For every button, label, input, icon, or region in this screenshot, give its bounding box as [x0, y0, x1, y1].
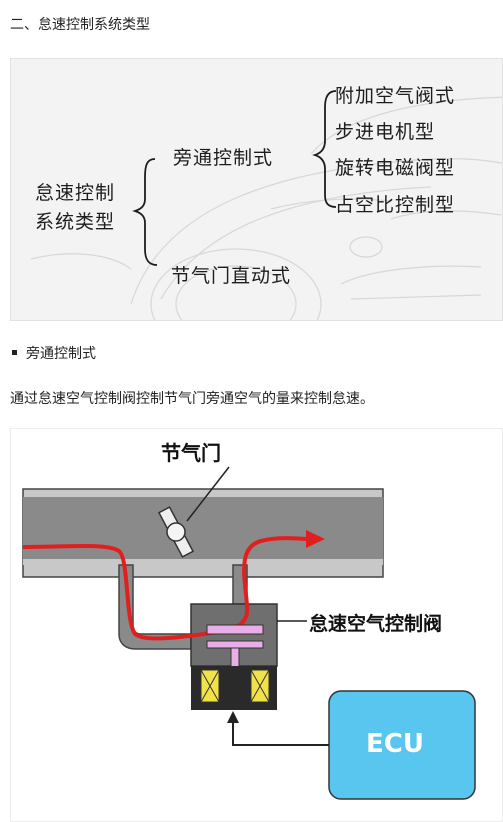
classification-panel: 怠速控制 系统类型 旁通控制式 节气门直动式 附加空气阀式 步进电机型 旋转电磁…: [10, 58, 503, 321]
valve-label: 怠速空气控制阀: [309, 613, 443, 635]
tree-leaf: 附加空气阀式: [335, 85, 456, 107]
tree-node-throttle-direct: 节气门直动式: [171, 265, 292, 287]
subsection-title: 旁通控制式: [12, 343, 96, 363]
throttle-label: 节气门: [161, 441, 221, 465]
tree-leaf: 步进电机型: [335, 121, 436, 143]
section-heading: 二、怠速控制系统类型: [10, 17, 150, 33]
tree-leaf: 旋转电磁阀型: [335, 157, 456, 179]
tree-leaf: 占空比控制型: [335, 194, 456, 216]
pipe-channel: [23, 497, 383, 565]
bullet-icon: [12, 349, 17, 355]
car-background-illustration: [30, 90, 502, 320]
tree-node-bypass: 旁通控制式: [173, 147, 274, 169]
subsection-title-text: 旁通控制式: [26, 346, 96, 362]
bypass-diagram: 节气门 怠速空气控制阀 ECU: [10, 428, 503, 822]
ecu-label: ECU: [366, 729, 424, 759]
tree-root-line1: 怠速控制: [35, 182, 116, 204]
throttle-leader-line: [186, 466, 230, 522]
signal-line: [232, 721, 329, 746]
airflow-path: [22, 536, 307, 641]
diagram-drawing: [22, 466, 476, 800]
valve-plunger-head: [206, 624, 264, 635]
airflow-arrowhead: [306, 530, 325, 548]
signal-arrowhead: [227, 711, 239, 723]
tree-root-line2: 系统类型: [35, 211, 116, 233]
description-paragraph: 通过怠速空气控制阀控制节气门旁通空气的量来控制怠速。: [10, 391, 374, 407]
